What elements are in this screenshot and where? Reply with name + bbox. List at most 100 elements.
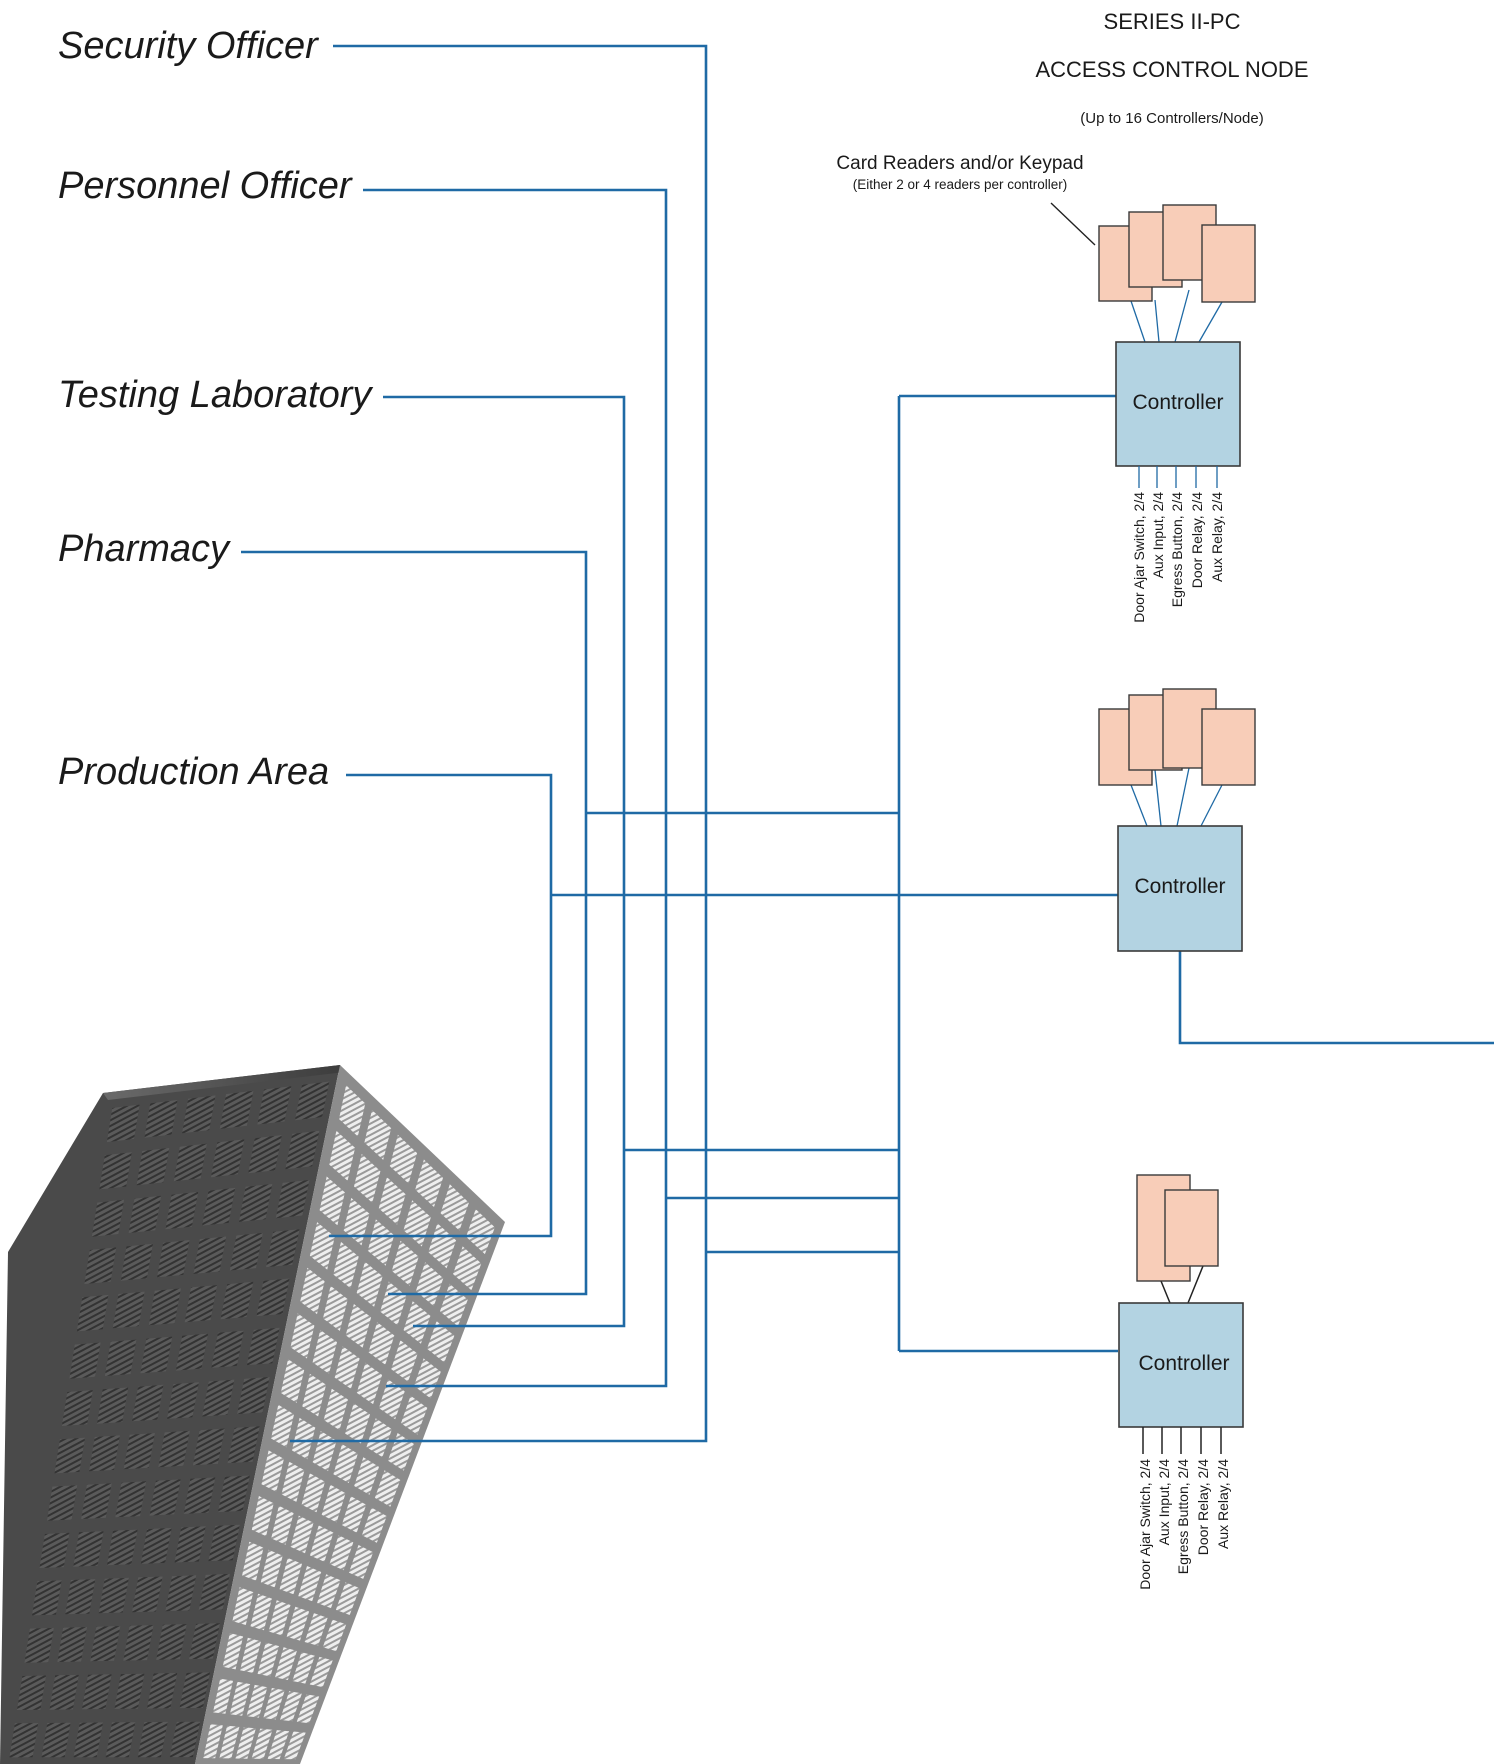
building-window [300, 1267, 325, 1315]
building-window [329, 1535, 354, 1571]
building-window [280, 1691, 302, 1722]
building-window [281, 1461, 305, 1502]
building-window [366, 1418, 392, 1458]
building-window [256, 1278, 290, 1317]
building-window [89, 1435, 120, 1472]
building-window [220, 1281, 254, 1320]
building-window [106, 1104, 140, 1143]
controller-label: Controller [1132, 391, 1223, 414]
building-window [54, 1437, 85, 1474]
io-label-egress-button: Egress Button, 2/4 [1169, 492, 1185, 607]
building-window [319, 1176, 345, 1226]
card-reader [1201, 708, 1256, 786]
building-window [361, 1507, 387, 1543]
building-window [322, 1619, 347, 1652]
building-window [144, 1100, 178, 1138]
building-window [345, 1403, 370, 1444]
building-window [105, 1722, 136, 1758]
io-lines-controller-3 [1142, 1427, 1222, 1454]
building-window [389, 1134, 418, 1184]
io-label-door-ajar: Door Ajar Switch, 2/4 [1137, 1459, 1153, 1590]
building-window [257, 1086, 292, 1125]
wire-personnel-officer [363, 188, 668, 1388]
building-window [354, 1154, 381, 1203]
series-title: SERIES II-PC [1104, 9, 1241, 34]
io-label-egress-button: Egress Button, 2/4 [1175, 1459, 1191, 1574]
building-illustration [0, 1065, 505, 1764]
building-window [296, 1694, 320, 1724]
wire-testing-laboratory [383, 395, 626, 1328]
building-window [9, 1723, 39, 1758]
building-window [368, 1322, 395, 1365]
node-capacity: (Up to 16 Controllers/Node) [1080, 110, 1263, 127]
card-reader [1201, 224, 1256, 303]
building-window [165, 1575, 197, 1612]
building-window [242, 1541, 264, 1581]
building-window [128, 1195, 162, 1233]
building-window [169, 1721, 201, 1758]
building-window [198, 1573, 230, 1611]
building-window [69, 1342, 101, 1379]
building-window [165, 1191, 199, 1230]
building-roof-edge [103, 1065, 345, 1100]
building-window [157, 1240, 190, 1278]
io-label-aux-input: Aux Input, 2/4 [1156, 1459, 1172, 1546]
building-window [333, 1444, 358, 1483]
building-window [248, 1135, 282, 1174]
building-window [47, 1485, 78, 1521]
building-window [147, 1673, 178, 1709]
building-window [219, 1725, 240, 1759]
building-window [114, 1673, 145, 1709]
building-window [391, 1340, 418, 1382]
readers-note-title: Card Readers and/or Keypad [836, 153, 1083, 174]
building-window [260, 1549, 283, 1588]
building-window [104, 1339, 137, 1376]
building-window [251, 1728, 273, 1759]
building-window [246, 1327, 280, 1366]
building-window [453, 1246, 482, 1291]
io-label-aux-relay: Aux Relay, 2/4 [1209, 492, 1225, 582]
building-window [251, 1496, 274, 1537]
building-window [41, 1722, 71, 1758]
dept-label-production-area: Production Area [58, 751, 329, 793]
building-window [466, 1209, 495, 1255]
building-window [343, 1197, 370, 1246]
building-window [39, 1532, 70, 1568]
building-right-face [195, 1065, 505, 1764]
building-window [348, 1545, 374, 1579]
building-window [175, 1333, 208, 1371]
io-label-aux-input: Aux Input, 2/4 [1150, 492, 1166, 579]
building-window [391, 1240, 419, 1286]
building-window [84, 1247, 117, 1284]
building-window [378, 1177, 406, 1225]
building-window [292, 1652, 315, 1684]
building-window [193, 1236, 227, 1274]
building-window [301, 1473, 325, 1513]
building-window [275, 1647, 297, 1680]
building-window [82, 1674, 112, 1710]
building-window [323, 1388, 348, 1430]
io-label-door-ajar: Door Ajar Switch, 2/4 [1131, 492, 1147, 623]
controller-group-3: Controller Door Ajar Switch, 2/4 Aux Inp… [1118, 1174, 1244, 1590]
building-window [427, 1321, 455, 1363]
building-window [57, 1627, 87, 1662]
controller-label: Controller [1138, 1352, 1229, 1375]
building-window [309, 1222, 335, 1270]
controller-box-1 [1115, 341, 1241, 467]
building-window [323, 1285, 348, 1331]
building-window [415, 1159, 443, 1207]
building-window [227, 1426, 260, 1464]
io-lines-controller-1 [1138, 466, 1218, 488]
building-window [61, 1390, 93, 1426]
building-window [235, 1727, 256, 1759]
building-window [136, 1147, 170, 1186]
readers-note-subtitle: (Either 2 or 4 readers per controller) [853, 177, 1068, 192]
building-window [229, 1681, 251, 1716]
building-window [65, 1579, 96, 1615]
building-window [132, 1576, 163, 1613]
building-window [237, 1377, 270, 1415]
building-window [183, 1477, 216, 1514]
building-window [334, 1346, 360, 1389]
building-window [374, 1470, 401, 1507]
